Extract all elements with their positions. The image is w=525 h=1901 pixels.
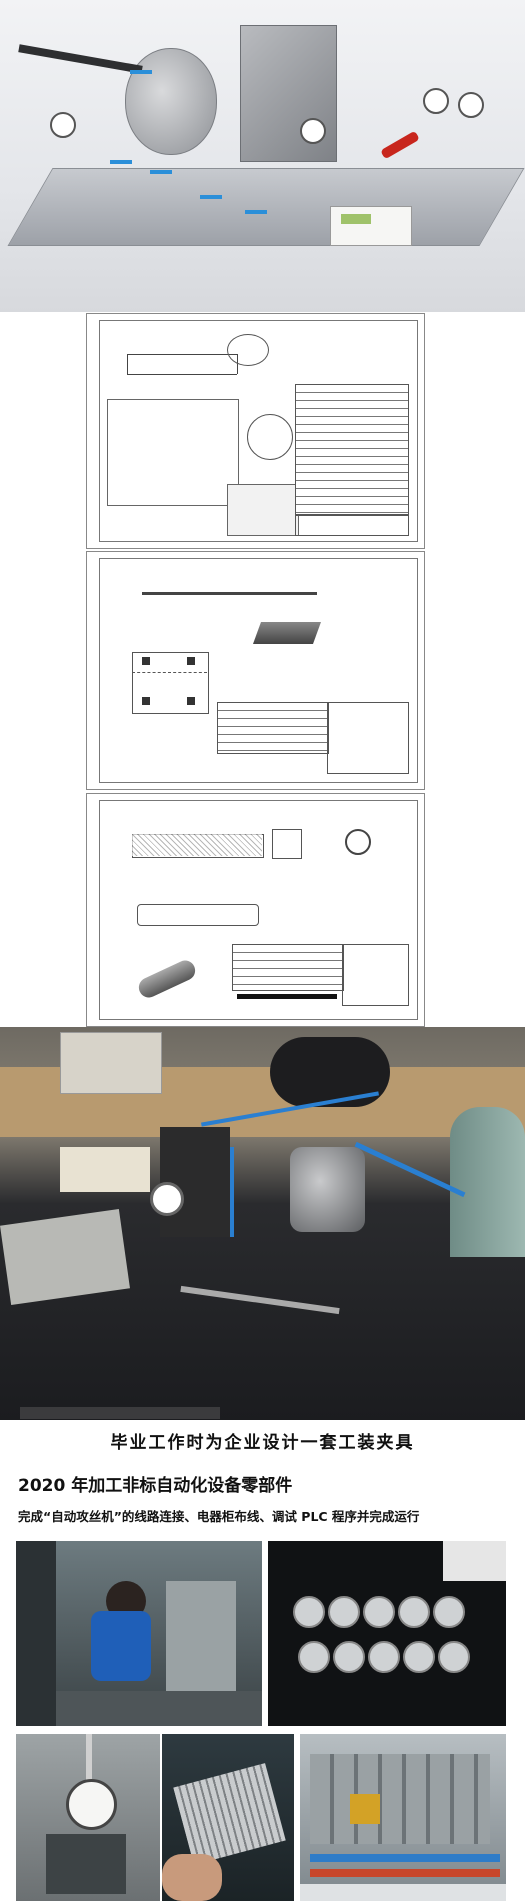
air-fitting [130,70,152,74]
handle-rod [18,44,143,74]
base-plate [7,168,525,246]
gauge-photo [16,1734,160,1901]
air-fitting [245,210,267,214]
year-heading: 2020 年加工非标自动化设备零部件 [18,1476,293,1496]
assembly-drawing-sheet [86,313,425,549]
pressure-gauge-icon [300,118,326,144]
machine-photo [300,1734,506,1901]
pressure-gauge-icon [458,92,484,118]
parts-photo [268,1541,506,1726]
clamp-housing [240,25,337,162]
completion-line: 完成“自动攻丝机”的线路连接、电器柜布线、调试 PLC 程序并完成运行 [18,1509,420,1524]
air-fitting [110,160,132,164]
chuck-cylinder [125,48,217,155]
machining-photo [16,1541,262,1726]
controller-box [330,206,412,246]
pressure-gauge-icon [50,112,76,138]
part-drawing-sheet [86,551,425,790]
red-lever [380,130,420,160]
shaft-drawing-sheet [86,793,425,1027]
fixture-workshop-photo [0,1027,525,1420]
air-fitting [150,170,172,174]
plate-photo [162,1734,294,1901]
air-fitting [200,195,222,199]
graduation-caption: 毕业工作时为企业设计一套工装夹具 [110,1433,415,1453]
fixture-render-image [0,0,525,312]
pressure-gauge-icon [423,88,449,114]
